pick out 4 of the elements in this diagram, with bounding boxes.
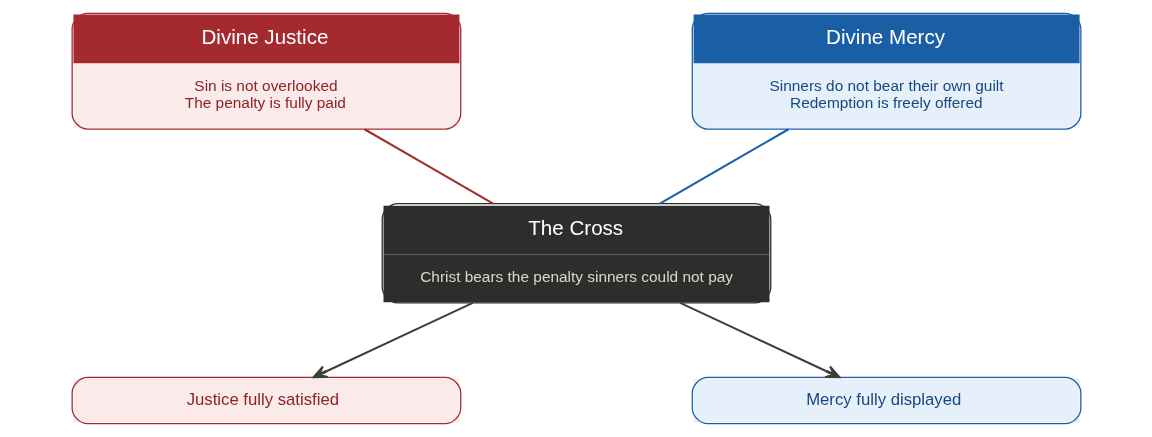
arrow	[312, 302, 473, 379]
connector	[363, 128, 494, 205]
connector	[658, 128, 789, 205]
arrow	[679, 302, 840, 379]
